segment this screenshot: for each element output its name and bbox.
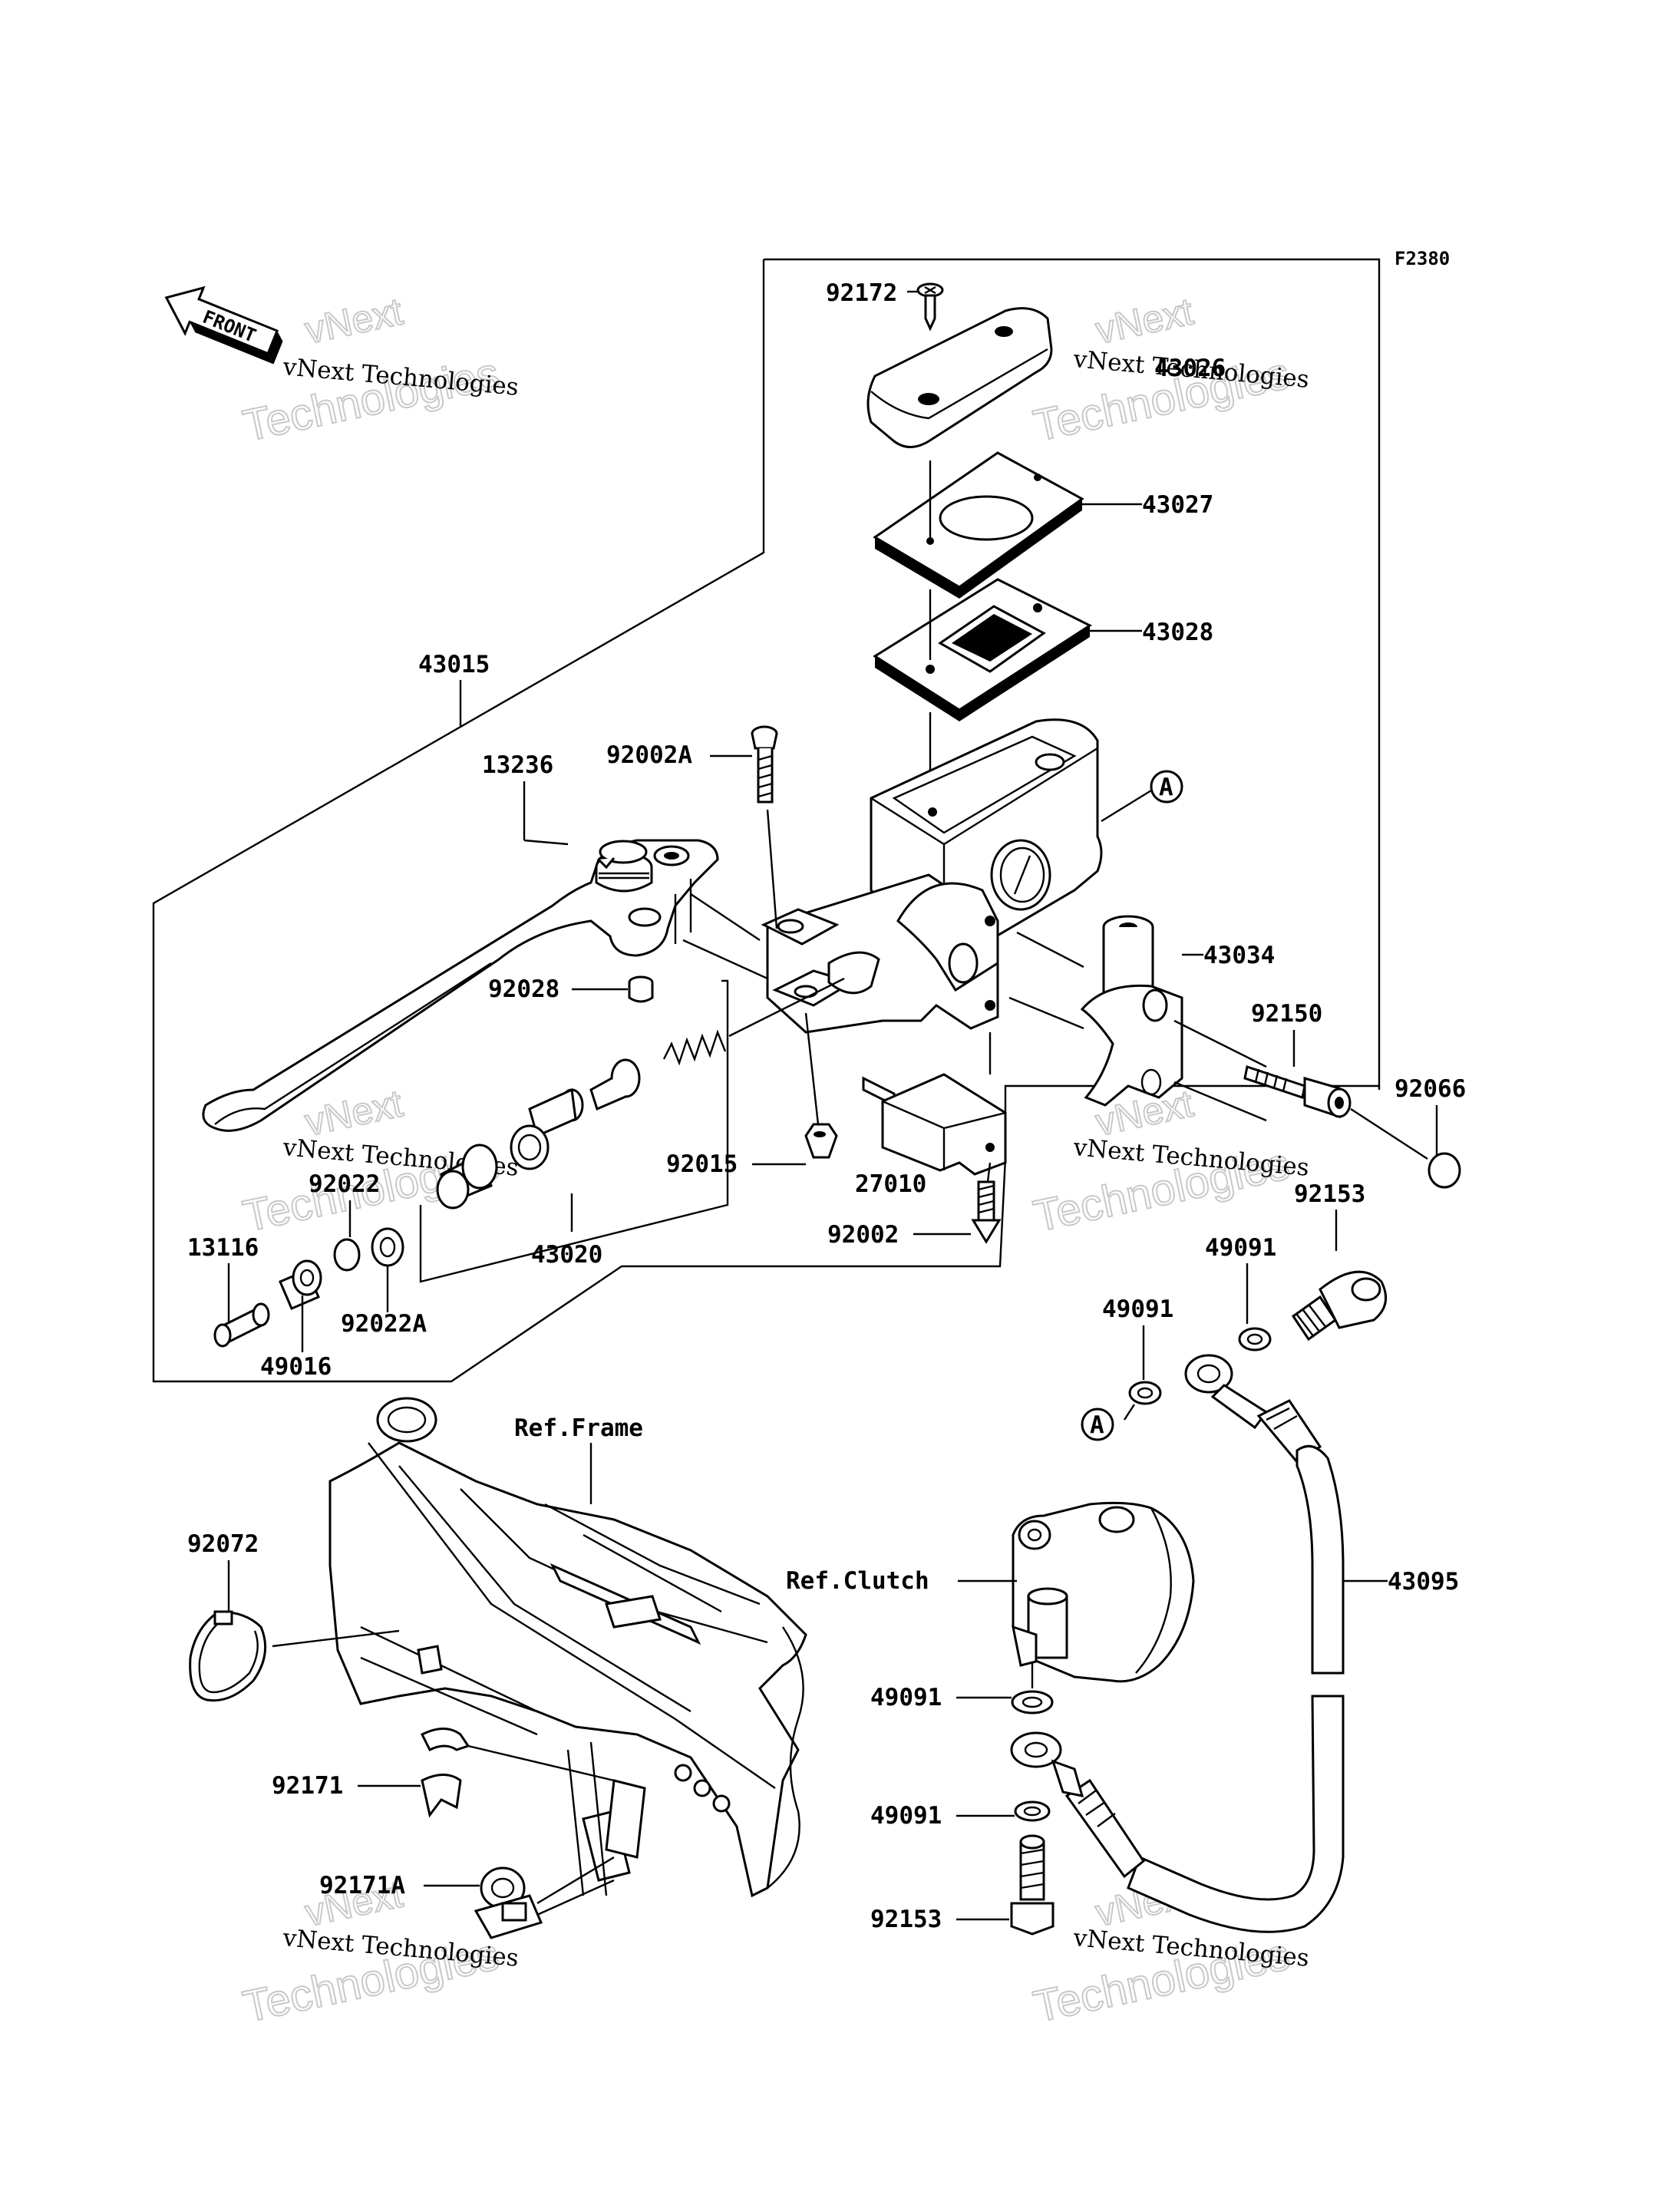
banjo-fitting-top [1184,1354,1269,1430]
cap-92066 [1428,1152,1461,1189]
label-92171: 92171 [272,1772,343,1800]
clamp-92171A [474,1866,543,1939]
release-cylinder [1012,1501,1195,1683]
screw-92002 [971,1180,1002,1244]
label-92022A: 92022A [341,1310,427,1338]
callout-a-bottom [1081,1408,1114,1441]
svg-text:vNext: vNext [302,1081,407,1144]
label-49091-d: 49091 [870,1802,942,1830]
label-92150: 92150 [1251,1000,1322,1028]
piston-kit [419,979,729,1283]
reservoir-cap [866,307,1053,448]
callout-a-bottom-label: A [1090,1411,1104,1439]
nut-92015 [804,1123,838,1159]
bolt-92150 [1243,1065,1352,1119]
label-92066: 92066 [1394,1075,1466,1103]
pivot-bolt-92002A [751,725,778,804]
label-43027: 43027 [1142,491,1213,519]
label-43020: 43020 [531,1241,602,1269]
label-43026: 43026 [1154,355,1226,382]
label-43034: 43034 [1203,942,1275,969]
label-43095: 43095 [1388,1568,1459,1596]
label-92015: 92015 [666,1150,738,1178]
clutch-switch [862,1073,1007,1176]
band-92072 [189,1610,267,1702]
callout-a-top [1150,770,1183,804]
callout-a-top-label: A [1159,774,1173,801]
label-92022: 92022 [309,1170,380,1198]
label-92028: 92028 [488,975,559,1003]
label-92153-top: 92153 [1294,1180,1365,1208]
clamp-half [1080,915,1183,1107]
push-rod-13116 [213,1302,270,1348]
label-43028: 43028 [1142,619,1213,646]
boot-49016 [279,1259,322,1310]
label-92002: 92002 [827,1221,899,1249]
snap-ring-92022 [333,1238,361,1272]
label-43015: 43015 [418,651,490,678]
watermark-mid-right: vNext Technologies vNext Technologies [1028,1081,1310,1242]
label-27010: 27010 [855,1170,926,1198]
label-13116: 13116 [187,1234,259,1262]
watermark-top-left: vNext Technologies vNext Technologies [238,289,520,451]
svg-text:vNext: vNext [302,289,407,351]
frame [328,1397,807,1898]
washer-92022A [371,1227,404,1267]
label-49091-a: 49091 [1205,1234,1276,1262]
label-92072: 92072 [187,1530,259,1558]
diagram-code: F2380 [1394,248,1450,269]
front-arrow-icon: FRONT [164,285,283,365]
bushing-92028 [628,975,654,1003]
banjo-fitting-bottom [1010,1731,1084,1797]
diaphragm [873,578,1093,721]
washer-49091-a [1238,1327,1272,1351]
label-92171A: 92171A [319,1872,405,1899]
banjo-bolt-92153-top [1291,1270,1388,1342]
washer-49091-b [1128,1381,1162,1405]
clutch-hose [1064,1399,1345,1933]
label-49091-c: 49091 [870,1684,942,1711]
ref-clutch-label: Ref.Clutch [786,1567,929,1595]
banjo-bolt-92153-bottom [1010,1834,1055,1936]
clamp-92171 [420,1728,470,1818]
ref-frame-label: Ref.Frame [514,1414,643,1442]
master-cylinder-body [761,718,1103,1034]
washer-49091-c [1011,1690,1054,1715]
label-13236: 13236 [482,751,553,779]
svg-text:vNext: vNext [1092,289,1197,351]
label-92172: 92172 [826,279,897,307]
label-92002A: 92002A [606,741,692,769]
label-49091-b: 49091 [1102,1295,1173,1323]
label-49016: 49016 [260,1353,332,1381]
washer-49091-d [1014,1800,1051,1822]
screw-92172 [916,282,944,332]
assembly-outline [152,258,1381,1383]
diaphragm-plate [873,451,1084,599]
label-92153-bottom: 92153 [870,1906,942,1933]
clutch-lever [202,839,768,1132]
